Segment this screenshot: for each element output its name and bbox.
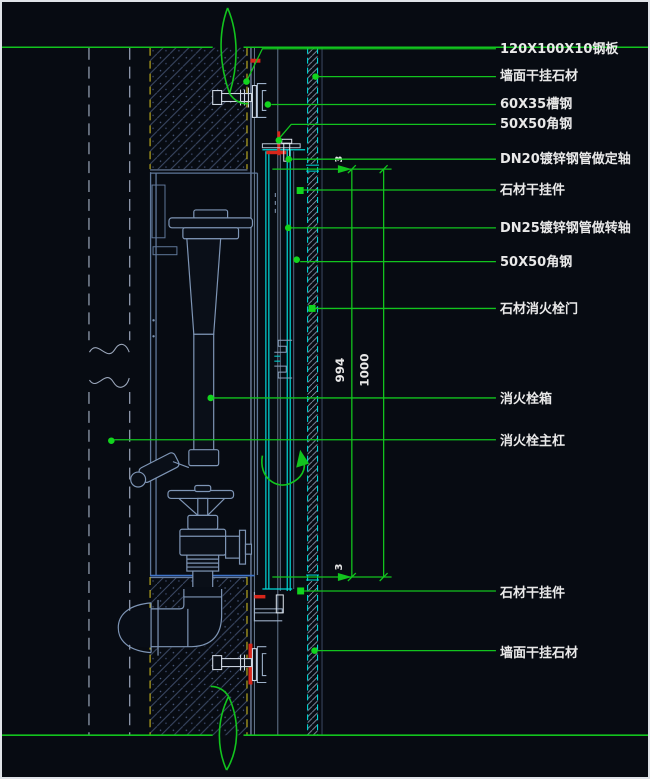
dim-gap-bottom: 3 <box>334 564 345 571</box>
door-swing-arc <box>261 449 310 486</box>
pivot-hinge-bottom <box>253 591 284 622</box>
break-mark-bottom <box>210 685 238 771</box>
wall-hidden-lines <box>88 47 131 736</box>
label-stone-hydrant-door: 石材消火栓门 <box>500 302 579 317</box>
supply-elbow-pipe <box>117 586 223 656</box>
label-dn25-rotating-axis: DN25镀锌钢管做转轴 <box>500 221 631 236</box>
structure-datum-lines <box>2 46 648 737</box>
channel-steel-bottom <box>256 646 267 684</box>
dimension-text: 3 994 1000 3 <box>333 156 372 571</box>
leader-dots <box>108 73 319 654</box>
label-wall-stone-bottom: 墙面干挂石材 <box>500 646 579 661</box>
label-steel-plate: 120X100X10钢板 <box>500 42 619 57</box>
dimension-lines <box>272 164 392 582</box>
angle-steel-red-top-a <box>250 58 261 63</box>
pipe-break-squiggles <box>88 343 130 388</box>
stone-cladding-panel <box>305 47 321 736</box>
dim-994: 994 <box>333 358 347 383</box>
label-dn20-fixed-axis: DN20镀锌钢管做定轴 <box>500 152 631 167</box>
door-pivot-frame <box>262 149 306 591</box>
door-mid-hanger-bracket <box>274 193 293 379</box>
hydrant-cabinet-box <box>149 172 259 577</box>
break-mark-top <box>220 7 249 105</box>
dimension-arrows <box>337 165 352 582</box>
gate-valve <box>167 484 253 592</box>
label-angle-steel-door: 50X50角钢 <box>500 255 573 270</box>
label-angle-steel-top: 50X50角钢 <box>500 117 573 132</box>
channel-steel-top <box>256 83 267 118</box>
fire-hose-nozzle <box>130 209 254 488</box>
label-hydrant-main-pipe: 消火栓主杠 <box>500 434 566 449</box>
leader-lines <box>114 48 496 652</box>
label-stone-hanger-bottom: 石材干挂件 <box>500 586 566 601</box>
anchor-bolt-bottom <box>212 643 267 685</box>
label-channel-steel: 60X35槽钢 <box>500 97 573 112</box>
label-wall-stone-top: 墙面干挂石材 <box>500 69 579 84</box>
label-stone-hanger-top: 石材干挂件 <box>500 183 566 198</box>
label-hydrant-cabinet: 消火栓箱 <box>500 392 553 407</box>
concrete-wall-top <box>150 47 248 171</box>
dim-1000: 1000 <box>358 353 372 386</box>
